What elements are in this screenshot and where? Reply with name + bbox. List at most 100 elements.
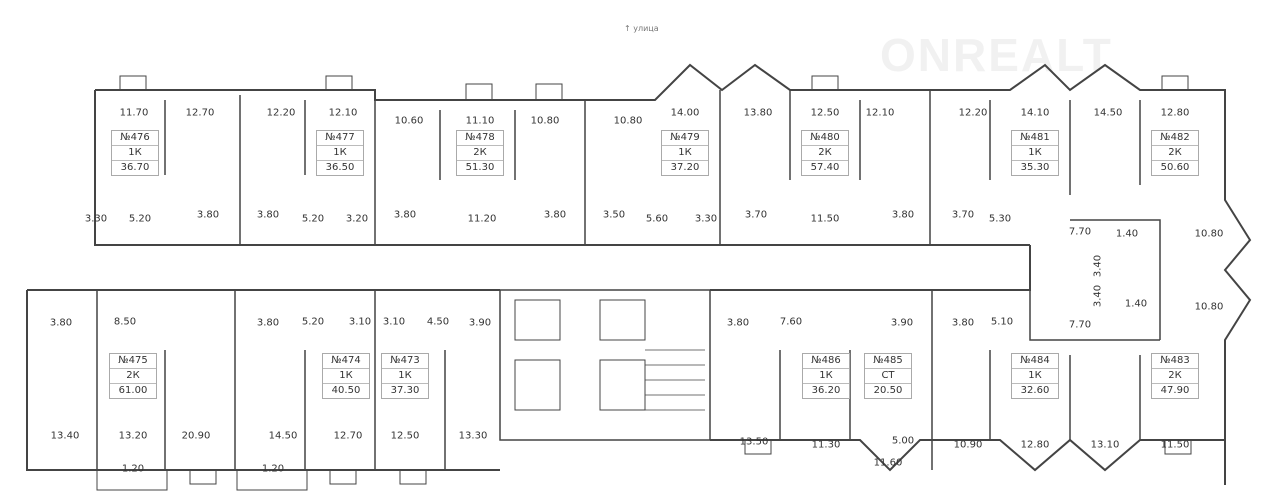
apartment-type: 1К <box>1012 369 1058 384</box>
room-area-label: 1.20 <box>261 463 285 475</box>
room-area-label: 3.30 <box>694 213 718 225</box>
room-area-label: 13.40 <box>50 430 80 442</box>
room-area-label: 1.20 <box>121 463 145 475</box>
apartment-type: 2К <box>457 146 503 161</box>
apartment-number: №474 <box>323 354 369 369</box>
watermark-logo: ONREALT <box>880 29 1113 81</box>
room-area-label: 11.20 <box>467 213 497 225</box>
apartment-area: 37.20 <box>670 162 700 173</box>
apartment-number: №476 <box>112 131 158 146</box>
room-area-label: 11.50 <box>1160 439 1190 451</box>
room-area-label: 3.80 <box>49 317 73 329</box>
apartment-type: 1К <box>323 369 369 384</box>
room-area-label: 3.10 <box>348 316 372 328</box>
apartment-number: №475 <box>110 354 156 369</box>
room-area-label: 10.80 <box>1194 301 1224 313</box>
apartment-number: №473 <box>382 354 428 369</box>
room-area-label: 14.50 <box>268 430 298 442</box>
room-area-label: 10.60 <box>394 115 424 127</box>
apartment-area: 61.00 <box>118 385 148 396</box>
apartment-area: 35.30 <box>1020 162 1050 173</box>
room-area-label: 12.10 <box>328 107 358 119</box>
apartment-type: 2К <box>110 369 156 384</box>
apartment-area: 36.50 <box>325 162 355 173</box>
room-area-label: 12.20 <box>958 107 988 119</box>
room-area-label: 14.00 <box>670 107 700 119</box>
apartment-type: 2К <box>1152 146 1198 161</box>
room-area-label: 10.80 <box>530 115 560 127</box>
room-area-label: 3.40 <box>1092 254 1104 278</box>
room-area-label: 11.30 <box>811 439 841 451</box>
room-area-label: 3.50 <box>602 209 626 221</box>
room-area-label: 3.30 <box>84 213 108 225</box>
room-area-label: 1.40 <box>1124 298 1148 310</box>
room-area-label: 7.70 <box>1068 226 1092 238</box>
room-area-label: 3.80 <box>891 209 915 221</box>
room-area-label: 12.20 <box>266 107 296 119</box>
apartment-number: №477 <box>317 131 363 146</box>
room-area-label: 5.60 <box>645 213 669 225</box>
room-area-label: 3.90 <box>890 317 914 329</box>
room-area-label: 7.70 <box>1068 319 1092 331</box>
room-area-label: 3.80 <box>543 209 567 221</box>
apartment-area: 37.30 <box>390 385 420 396</box>
room-area-label: 12.70 <box>185 107 215 119</box>
room-area-label: 7.60 <box>779 316 803 328</box>
room-area-label: 13.20 <box>118 430 148 442</box>
apartment-number: №478 <box>457 131 503 146</box>
apartment-type: 1К <box>382 369 428 384</box>
apartment-type: 2К <box>802 146 848 161</box>
apartment-type: 1К <box>803 369 849 384</box>
apartment-area: 36.20 <box>811 385 841 396</box>
apartment-area: 20.50 <box>873 385 903 396</box>
apartment-area: 40.50 <box>331 385 361 396</box>
apartment-number: №482 <box>1152 131 1198 146</box>
apartment-area: 32.60 <box>1020 385 1050 396</box>
apartment-number: №480 <box>802 131 848 146</box>
apartment-area: 50.60 <box>1160 162 1190 173</box>
room-area-label: 3.80 <box>196 209 220 221</box>
room-area-label: 11.50 <box>810 213 840 225</box>
room-area-label: 20.90 <box>181 430 211 442</box>
room-area-label: 4.50 <box>426 316 450 328</box>
room-area-label: 13.80 <box>743 107 773 119</box>
room-area-label: 12.80 <box>1160 107 1190 119</box>
room-area-label: 12.50 <box>810 107 840 119</box>
room-area-label: 3.70 <box>744 209 768 221</box>
room-area-label: 13.30 <box>458 430 488 442</box>
room-area-label: 1.40 <box>1115 228 1139 240</box>
room-area-label: 10.90 <box>953 439 983 451</box>
apartment-type: 1К <box>112 146 158 161</box>
room-area-label: 5.20 <box>301 213 325 225</box>
room-area-label: 11.10 <box>465 115 495 127</box>
room-area-label: 11.70 <box>119 107 149 119</box>
room-area-label: 13.50 <box>739 436 769 448</box>
apartment-number: №483 <box>1152 354 1198 369</box>
apartment-number: №479 <box>662 131 708 146</box>
apartment-type: 1К <box>1012 146 1058 161</box>
room-area-label: 12.70 <box>333 430 363 442</box>
room-area-label: 3.40 <box>1092 284 1104 308</box>
apartment-type: СТ <box>865 369 911 384</box>
room-area-label: 5.20 <box>128 213 152 225</box>
apartment-number: №485 <box>865 354 911 369</box>
room-area-label: 10.80 <box>1194 228 1224 240</box>
room-area-label: 5.30 <box>988 213 1012 225</box>
room-area-label: 3.80 <box>256 317 280 329</box>
room-area-label: 5.00 <box>891 435 915 447</box>
apartment-type: 1К <box>662 146 708 161</box>
street-direction-label: ↑ улица <box>624 24 659 33</box>
room-area-label: 13.10 <box>1090 439 1120 451</box>
room-area-label: 14.10 <box>1020 107 1050 119</box>
